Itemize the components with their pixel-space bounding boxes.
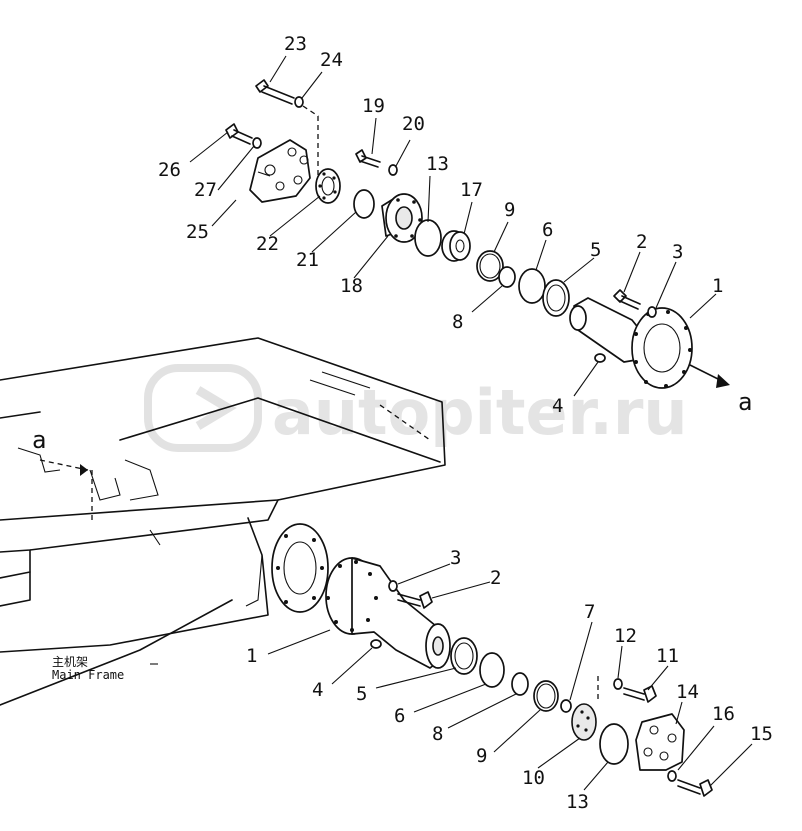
label-top-2: 2 xyxy=(636,231,647,253)
bolt-19 xyxy=(355,149,381,168)
oring-13-bottom xyxy=(599,723,629,765)
watermark-text: autopiter.ru xyxy=(272,376,688,449)
ring-8-top xyxy=(498,266,516,288)
cap-17 xyxy=(441,230,471,262)
view-arrow-right: a xyxy=(687,363,752,416)
ring-7 xyxy=(560,699,572,713)
label-top-19: 19 xyxy=(362,95,385,117)
label-top-4: 4 xyxy=(552,395,563,417)
ring-21 xyxy=(353,189,375,219)
label-top-25: 25 xyxy=(186,221,209,243)
ring-8-bottom xyxy=(511,672,529,696)
label-bottom-16: 16 xyxy=(712,703,735,725)
plate-10 xyxy=(571,703,597,741)
label-top-13: 13 xyxy=(426,153,449,175)
label-top-17: 17 xyxy=(460,179,483,201)
label-top-8: 8 xyxy=(452,311,463,333)
label-bottom-13: 13 xyxy=(566,791,589,813)
label-top-20: 20 xyxy=(402,113,425,135)
view-a-left-label: a xyxy=(32,426,46,454)
label-top-23: 23 xyxy=(284,33,307,55)
ring-9-bottom xyxy=(533,680,559,712)
bolt-11 xyxy=(623,685,657,703)
label-bottom-10: 10 xyxy=(522,767,545,789)
bolt-23 xyxy=(255,79,295,105)
bottom-part-numbers: 3 2 1 4 5 6 8 9 7 12 11 14 16 15 10 13 xyxy=(246,547,773,813)
plate-25 xyxy=(249,139,311,203)
view-a-right-label: a xyxy=(738,388,752,416)
label-top-22: 22 xyxy=(256,233,279,255)
label-bottom-4: 4 xyxy=(312,679,323,701)
leader-lines xyxy=(189,55,753,791)
label-bottom-11: 11 xyxy=(656,645,679,667)
watermark: autopiter.ru xyxy=(144,364,688,452)
top-part-numbers: 23 24 19 20 13 26 27 25 22 21 18 17 9 6 … xyxy=(158,33,723,417)
label-bottom-6: 6 xyxy=(394,705,405,727)
ring-9-top xyxy=(476,250,504,282)
main-frame-en-label: Main Frame xyxy=(52,668,124,682)
watermark-logo-arrow xyxy=(195,386,237,430)
bolt-15 xyxy=(677,779,713,797)
label-bottom-12: 12 xyxy=(614,625,637,647)
label-top-24: 24 xyxy=(320,49,343,71)
label-bottom-1: 1 xyxy=(246,645,257,667)
main-frame xyxy=(0,337,446,706)
view-arrow-left: a xyxy=(32,426,89,476)
disk-22 xyxy=(315,168,341,204)
label-bottom-7: 7 xyxy=(584,601,595,623)
watermark-logo-box xyxy=(144,364,262,452)
cover-14 xyxy=(635,713,685,771)
oring-13-top xyxy=(414,219,442,257)
spindle-1-bottom xyxy=(325,557,451,669)
label-bottom-15: 15 xyxy=(750,723,773,745)
label-top-5: 5 xyxy=(590,239,601,261)
washer-12 xyxy=(613,678,623,690)
label-top-18: 18 xyxy=(340,275,363,297)
label-top-26: 26 xyxy=(158,159,181,181)
label-top-27: 27 xyxy=(194,179,217,201)
washer-16 xyxy=(667,770,677,782)
label-top-3: 3 xyxy=(672,241,683,263)
bolt-2-bottom xyxy=(397,591,433,609)
label-top-9: 9 xyxy=(504,199,515,221)
washer-27 xyxy=(252,137,262,149)
ring-6-top xyxy=(518,268,546,304)
spindle-1-top xyxy=(569,297,693,389)
bolt-26 xyxy=(225,123,253,145)
label-top-21: 21 xyxy=(296,249,319,271)
main-frame-caption: 主机架 Main Frame xyxy=(52,655,158,682)
washer-3-top xyxy=(647,306,657,318)
label-top-6: 6 xyxy=(542,219,553,241)
label-bottom-3: 3 xyxy=(450,547,461,569)
fitting-4-bottom xyxy=(370,639,382,649)
frame-mounting-flange xyxy=(271,523,329,613)
main-frame-cn-label: 主机架 xyxy=(52,655,88,669)
washer-24 xyxy=(294,96,304,108)
bottom-assembly xyxy=(325,557,713,797)
label-top-1: 1 xyxy=(712,275,723,297)
bolt-2-top xyxy=(613,289,641,310)
label-bottom-5: 5 xyxy=(356,683,367,705)
washer-20 xyxy=(388,164,398,176)
ring-6-bottom xyxy=(479,652,505,688)
label-bottom-8: 8 xyxy=(432,723,443,745)
label-bottom-14: 14 xyxy=(676,681,699,703)
fitting-4-top xyxy=(594,353,606,363)
hub-18 xyxy=(381,193,423,243)
label-bottom-9: 9 xyxy=(476,745,487,767)
top-assembly xyxy=(225,79,693,389)
washer-3-bottom xyxy=(388,580,398,592)
label-bottom-2: 2 xyxy=(490,567,501,589)
